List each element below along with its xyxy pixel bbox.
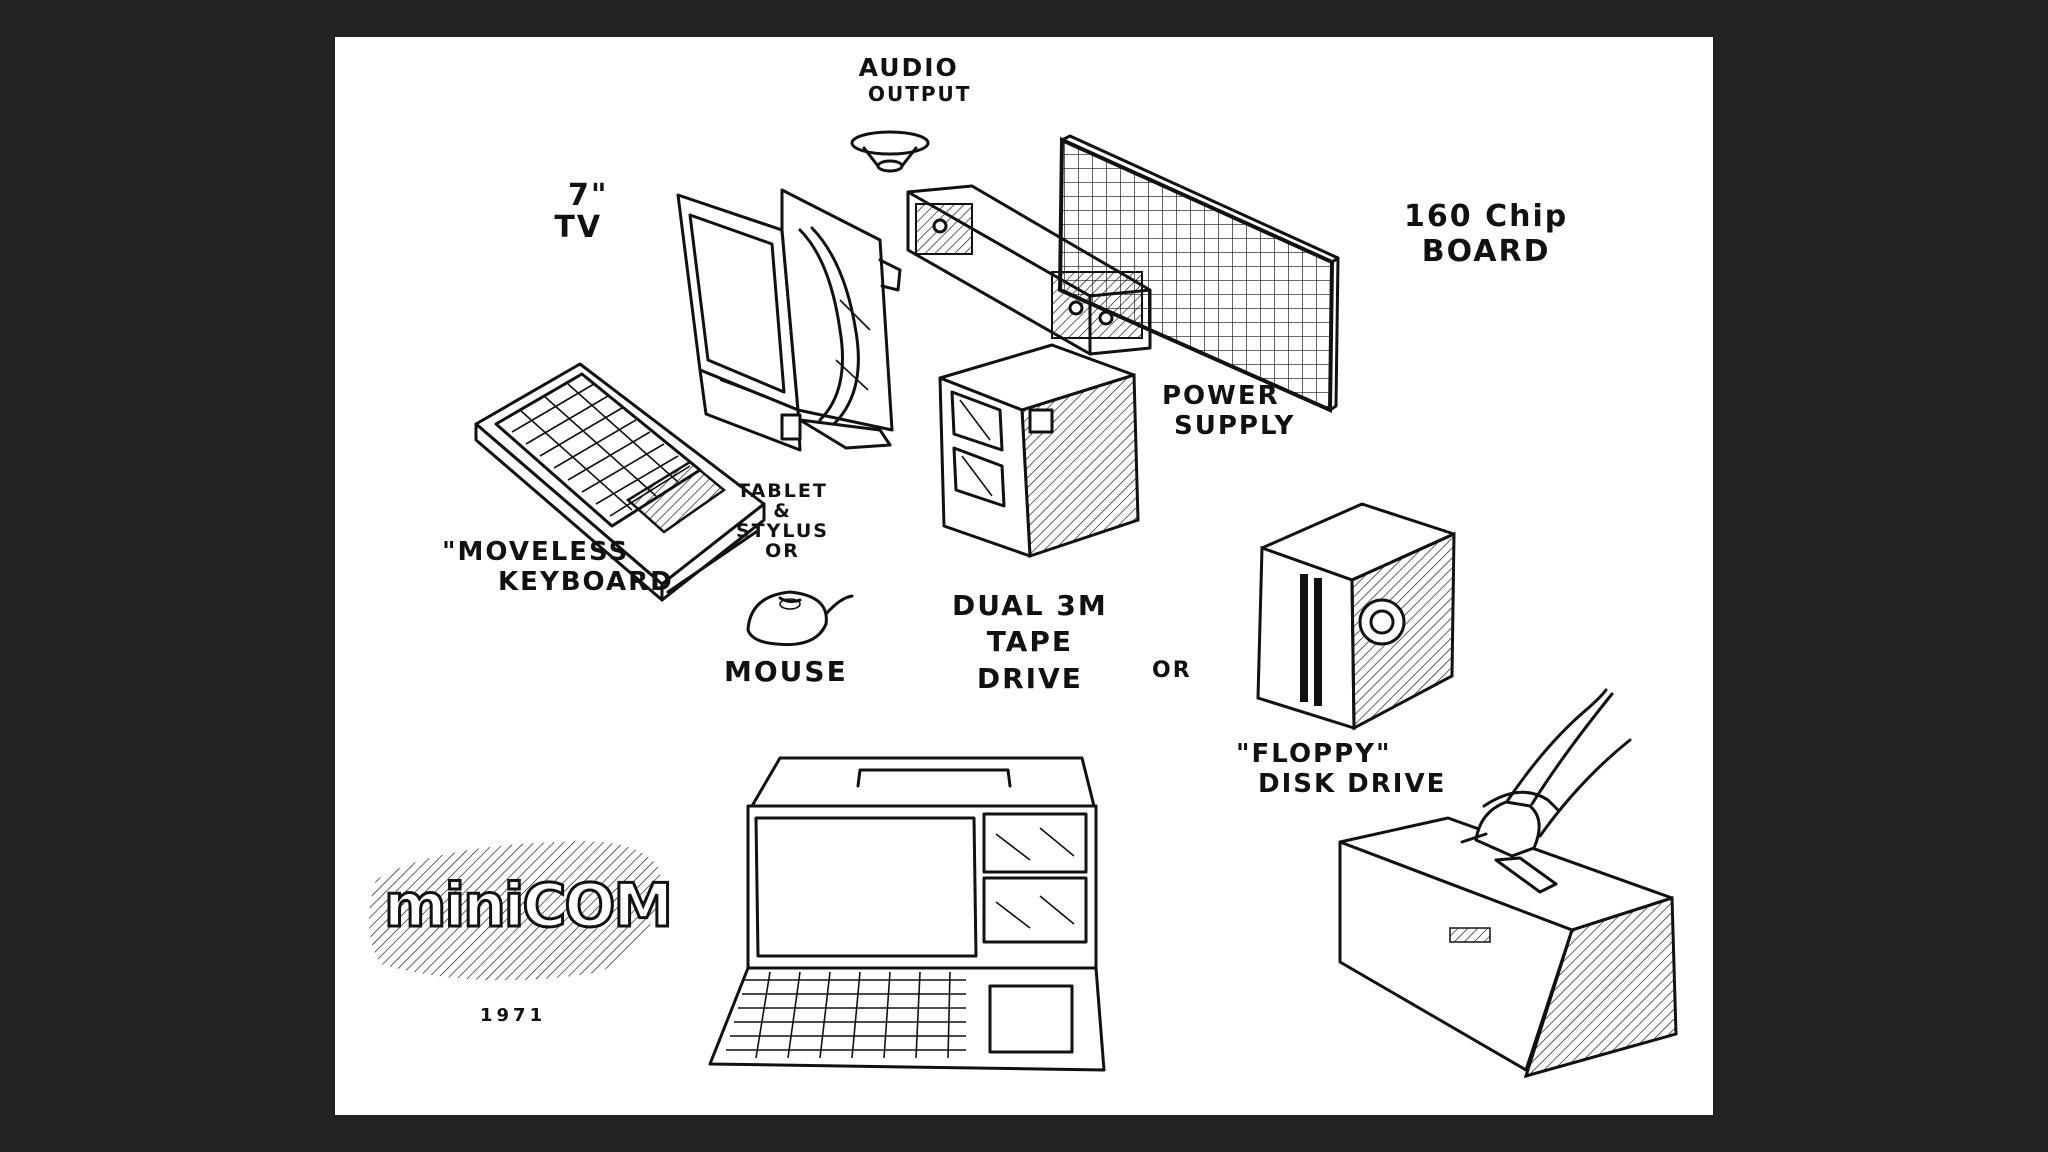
minicom-logo: miniCOM [382,870,674,942]
minicom-logo-art [368,841,661,981]
tablet-stylus-label: Tablet & Stylus or [736,480,829,562]
speaker-drawing [850,130,930,173]
logo-year: 1971 [480,1005,547,1026]
floppy-disk-drive-label: "Floppy" Disk Drive [1236,739,1447,799]
audio-output-label: Audio Output [858,53,972,106]
or-label: or [1152,658,1192,683]
mouse-drawing [746,590,854,647]
mouse-label: Mouse [724,655,848,688]
tv-drawing [676,188,902,452]
chip-board-drawing [1057,134,1340,414]
tape-drive-label: Dual 3M Tape Drive [952,589,1108,695]
portable-computer-drawing [708,756,1106,1072]
hand-box-drawing [1338,688,1678,1079]
chip-board-label: 160 Chip Board [1404,199,1569,269]
tv-label: 7" TV [554,178,609,245]
tape-drive-drawing [938,343,1140,559]
floppy-drive-drawing [1256,502,1456,731]
moveless-keyboard-label: "Moveless Keyboard [442,537,674,597]
keyboard-drawing [474,362,766,602]
power-supply-label: Power Supply [1162,381,1296,441]
